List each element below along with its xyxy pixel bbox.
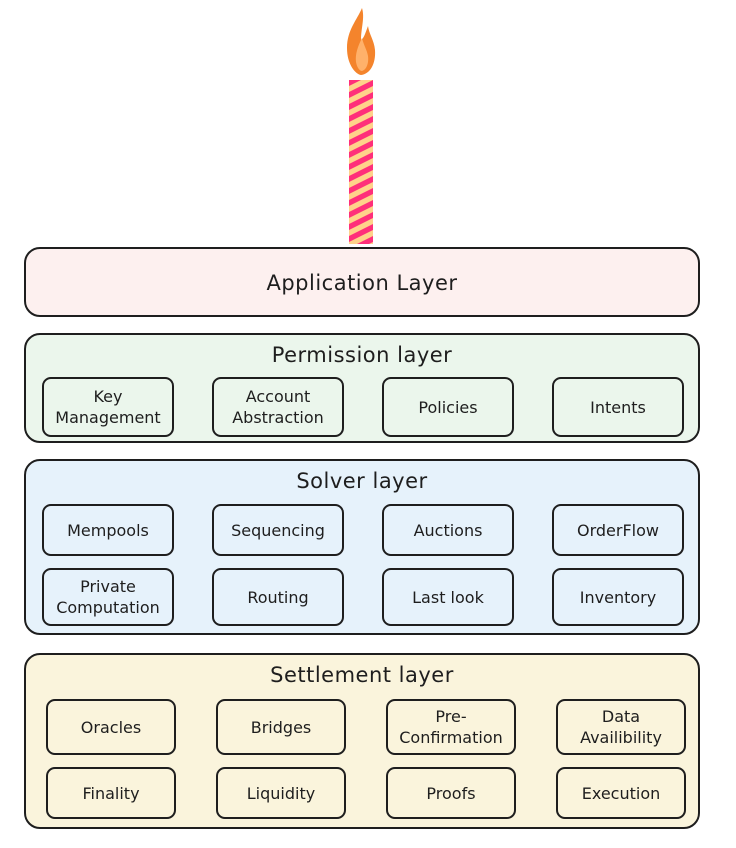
routing-box: Routing <box>212 568 344 626</box>
candle-stripe <box>349 104 373 122</box>
application-layer: Application Layer <box>24 247 700 317</box>
permission-layer-title: Permission layer <box>271 343 453 367</box>
birthday-candle-icon <box>335 4 387 244</box>
solver-layer: Solver layer Mempools Sequencing Auction… <box>24 459 700 635</box>
bridges-box: Bridges <box>216 699 346 755</box>
policies-box: Policies <box>382 377 514 437</box>
candle-stripe <box>349 200 373 218</box>
intents-box: Intents <box>552 377 684 437</box>
candle-stripe <box>349 212 373 230</box>
application-layer-title: Application Layer <box>266 271 458 295</box>
oracles-box: Oracles <box>46 699 176 755</box>
candle-stripe <box>349 152 373 170</box>
candle-stripe <box>349 164 373 182</box>
candle-stripe <box>349 116 373 134</box>
execution-box: Execution <box>556 767 686 819</box>
candle-stripe <box>349 176 373 194</box>
finality-box: Finality <box>46 767 176 819</box>
candle-stripe <box>349 92 373 110</box>
candle-stripe <box>357 236 373 244</box>
sequencing-box: Sequencing <box>212 504 344 556</box>
solver-layer-title: Solver layer <box>296 469 428 493</box>
auctions-box: Auctions <box>382 504 514 556</box>
proofs-box: Proofs <box>386 767 516 819</box>
candle-flame <box>347 8 376 75</box>
candle-stripe <box>349 188 373 206</box>
last-look-box: Last look <box>382 568 514 626</box>
inventory-box: Inventory <box>552 568 684 626</box>
settlement-layer-title: Settlement layer <box>270 663 454 687</box>
pre-confirmation-box: Pre-Confirmation <box>386 699 516 755</box>
settlement-layer: Settlement layer Oracles Bridges Pre-Con… <box>24 653 700 829</box>
mempools-box: Mempools <box>42 504 174 556</box>
candle-stripe <box>349 80 361 86</box>
candle-stripe <box>349 224 373 242</box>
candle-body <box>349 80 373 244</box>
candle-stripe <box>349 80 373 98</box>
orderflow-box: OrderFlow <box>552 504 684 556</box>
liquidity-box: Liquidity <box>216 767 346 819</box>
candle-stripe <box>349 128 373 146</box>
candle-stripe <box>349 140 373 158</box>
